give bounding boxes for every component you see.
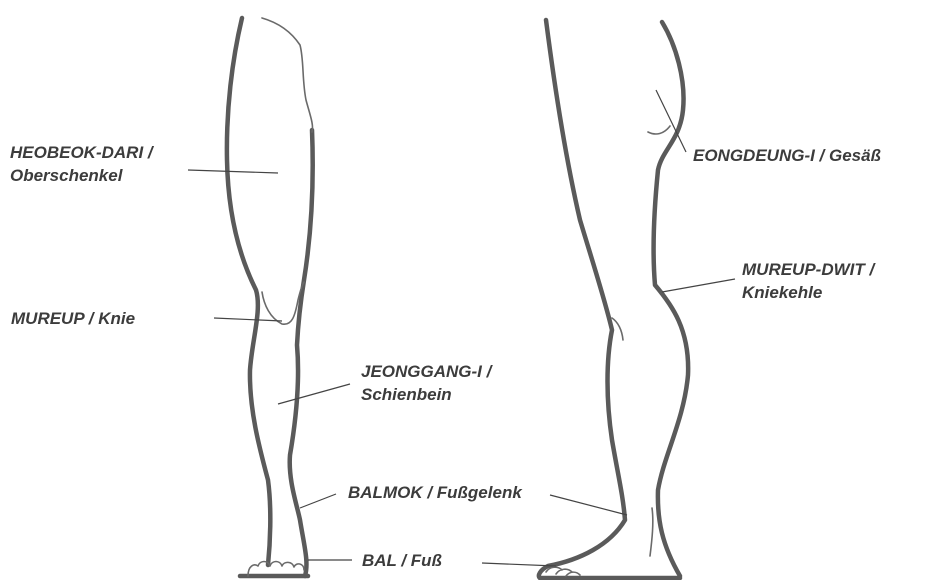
label-ankle-line1: BALMOK / Fußgelenk xyxy=(348,481,522,504)
heel-detail xyxy=(650,508,653,556)
label-shin: JEONGGANG-I / Schienbein xyxy=(361,360,491,406)
front-leg-hip-detail xyxy=(262,18,313,132)
leader-ankle-side xyxy=(550,495,627,515)
leader-knee xyxy=(214,318,282,321)
front-leg-drawing xyxy=(227,18,313,576)
label-thigh: HEOBEOK-DARI / Oberschenkel xyxy=(10,141,153,187)
label-ankle: BALMOK / Fußgelenk xyxy=(348,481,522,504)
side-leg-front-contour xyxy=(539,20,625,578)
label-foot-line1: BAL / Fuß xyxy=(362,549,442,572)
label-thigh-line1: HEOBEOK-DARI / xyxy=(10,141,153,164)
label-buttock: EONGDEUNG-I / Gesäß xyxy=(693,144,881,167)
label-buttock-line1: EONGDEUNG-I / Gesäß xyxy=(693,144,881,167)
side-leg-back-contour xyxy=(654,22,689,576)
label-foot: BAL / Fuß xyxy=(362,549,442,572)
label-shin-line1: JEONGGANG-I / xyxy=(361,360,491,383)
side-leg-drawing xyxy=(539,20,688,578)
label-kneepit-line2: Kniekehle xyxy=(742,281,874,304)
leader-thigh xyxy=(188,170,278,173)
leader-shin xyxy=(278,384,350,404)
side-toes-detail xyxy=(546,567,580,576)
label-shin-line2: Schienbein xyxy=(361,383,491,406)
leader-ankle xyxy=(300,494,336,508)
leader-foot-side xyxy=(482,563,556,566)
label-thigh-line2: Oberschenkel xyxy=(10,164,153,187)
front-leg-outer-contour xyxy=(227,18,270,565)
leader-kneepit xyxy=(662,279,735,292)
label-knee: MUREUP / Knie xyxy=(11,307,135,330)
front-leg-inner-contour xyxy=(290,130,313,576)
label-kneepit: MUREUP-DWIT / Kniekehle xyxy=(742,258,874,304)
label-kneepit-line1: MUREUP-DWIT / xyxy=(742,258,874,281)
buttock-crease-detail xyxy=(648,126,670,134)
label-knee-line1: MUREUP / Knie xyxy=(11,307,135,330)
